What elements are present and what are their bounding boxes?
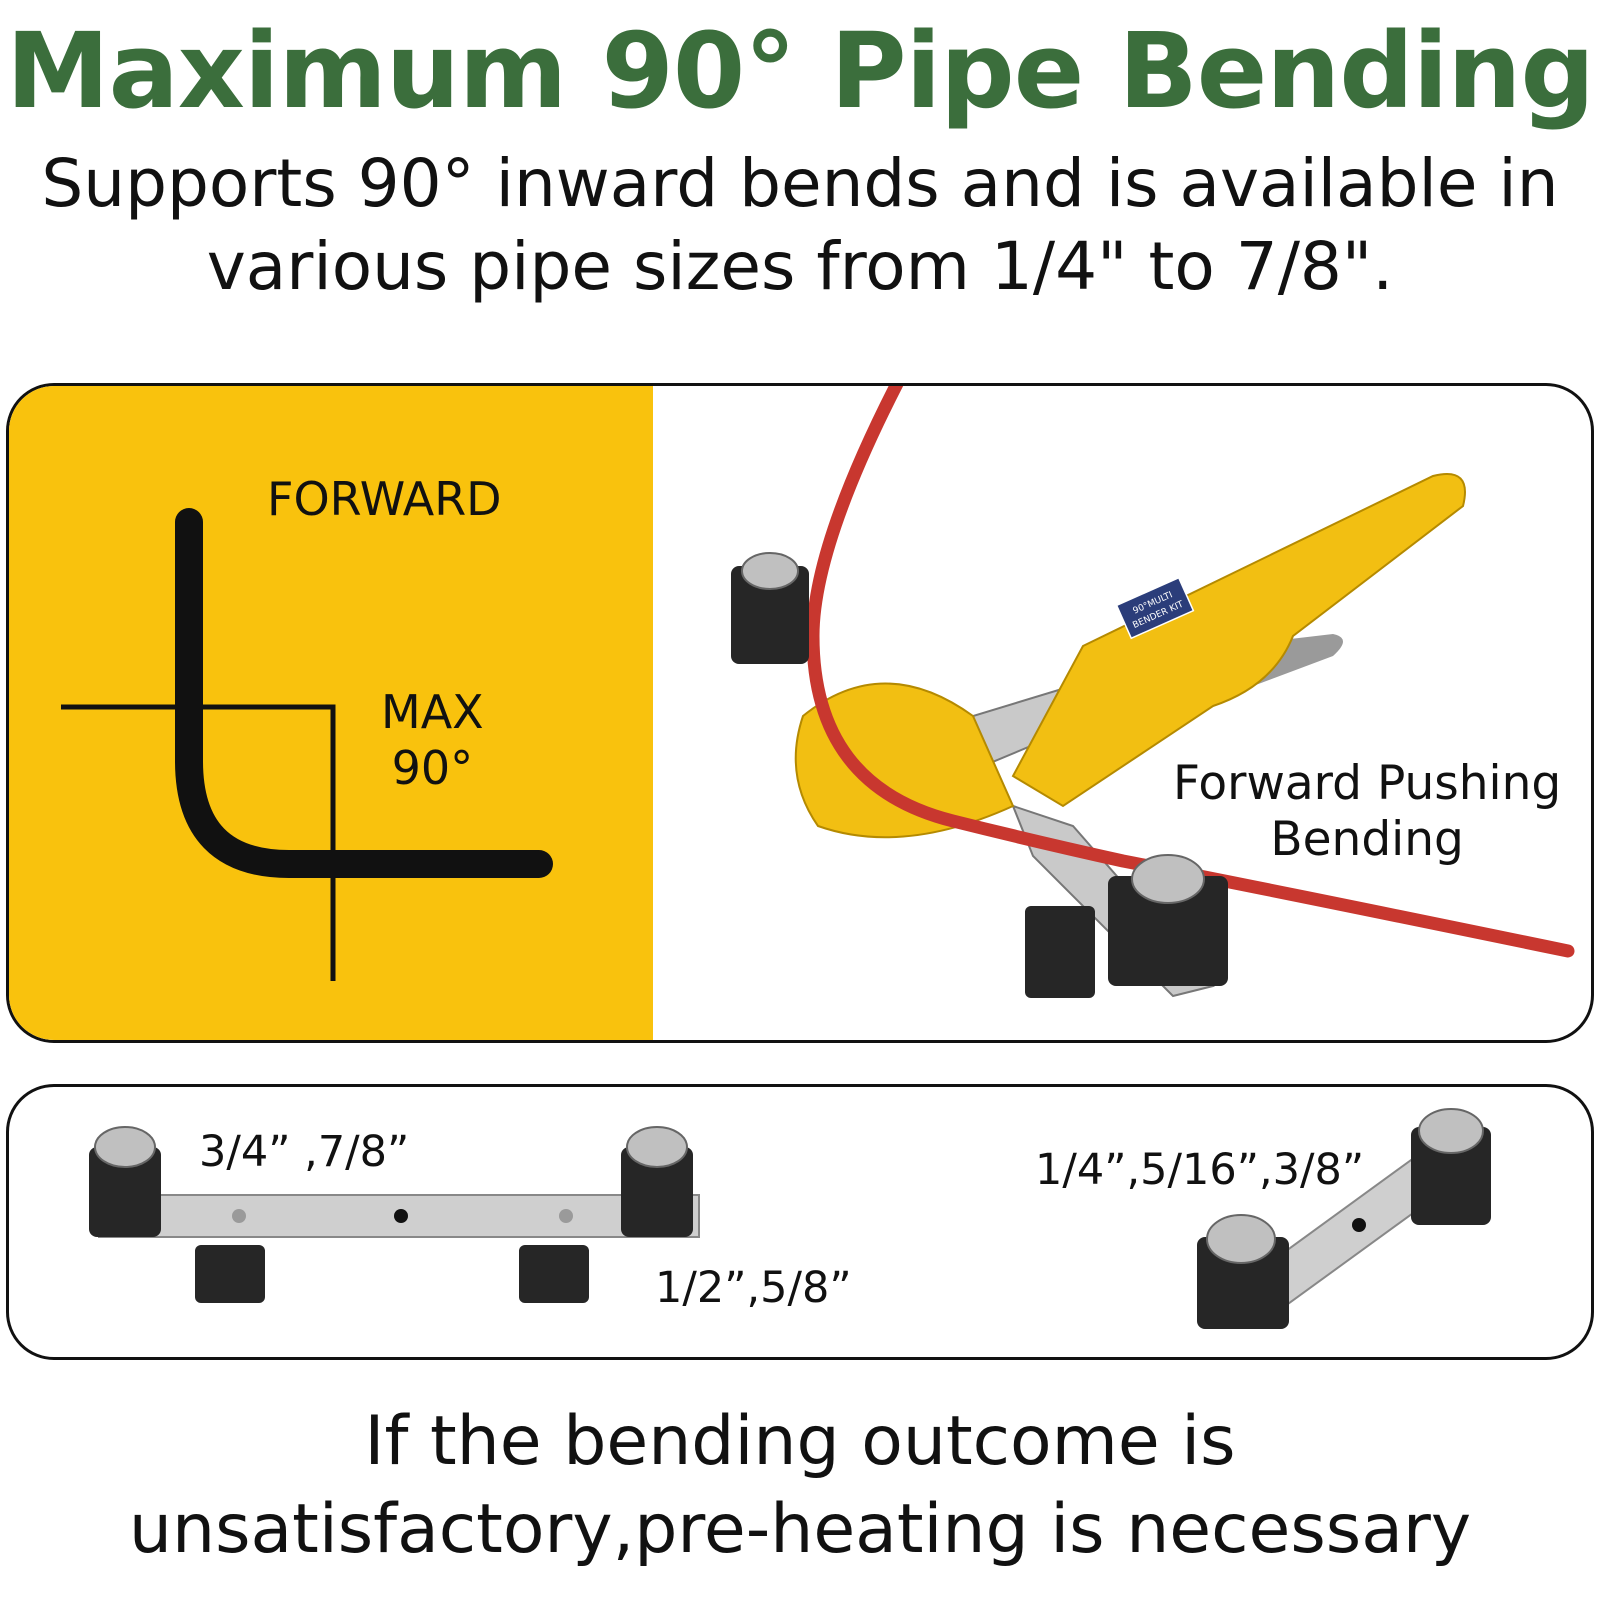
preheating-note: If the bending outcome is unsatisfactory…: [0, 1398, 1600, 1574]
subtitle-line-2: various pipe sizes from 1/4" to 7/8".: [206, 228, 1394, 305]
subtitle-line-1: Supports 90° inward bends and is availab…: [41, 145, 1559, 222]
pipe-bender-tool-image: 90°MULTI BENDER KIT: [731, 386, 1575, 998]
max-label-line-1: MAX: [381, 685, 484, 739]
bend-former: [794, 682, 1015, 839]
bending-illustration-panel: FORWARD MAX 90° 90°MULTI BENDER KIT: [6, 383, 1594, 1043]
small-adapter-bar-image: [1197, 1108, 1491, 1329]
forward-pushing-caption: Forward Pushing Bending: [1173, 756, 1561, 868]
page-subtitle: Supports 90° inward bends and is availab…: [0, 142, 1600, 308]
medium-size-label: 1/2”,5/8”: [655, 1263, 852, 1313]
caption-line-2: Bending: [1270, 812, 1464, 867]
max-angle-label: MAX 90°: [381, 684, 484, 796]
small-size-label: 1/4”,5/16”,3/8”: [1035, 1145, 1365, 1195]
bend-angle-diagram: [61, 508, 553, 981]
tool-body: [1011, 473, 1466, 808]
forward-label: FORWARD: [267, 472, 502, 526]
tool-badge: 90°MULTI BENDER KIT: [1115, 576, 1195, 640]
clamp-block-right: [1025, 854, 1228, 998]
note-line-1: If the bending outcome is: [364, 1402, 1236, 1481]
max-label-line-2: 90°: [391, 741, 474, 795]
caption-line-1: Forward Pushing: [1173, 756, 1562, 811]
angle-guide-lines: [61, 704, 336, 981]
note-line-2: unsatisfactory,pre-heating is necessary: [128, 1490, 1472, 1569]
large-size-label: 3/4” ,7/8”: [199, 1127, 410, 1177]
red-pipe: [806, 386, 1575, 958]
bent-pipe-icon: [175, 508, 553, 878]
adapter-sizes-panel: 3/4” ,7/8” 1/2”,5/8” 1/4”,5/16”,3/8”: [6, 1084, 1594, 1360]
page-title: Maximum 90° Pipe Bending: [6, 10, 1595, 132]
large-adapter-bar-image: [89, 1126, 700, 1303]
clamp-block-left: [731, 552, 809, 664]
